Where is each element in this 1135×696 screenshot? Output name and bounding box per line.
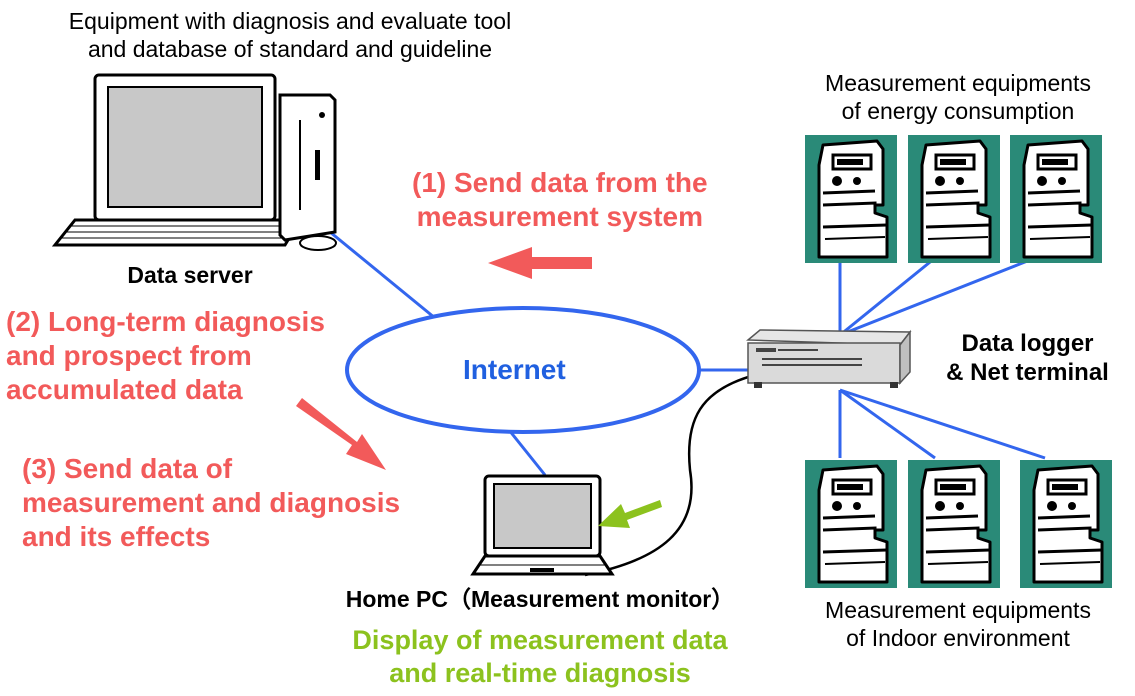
laptop-cable [584, 373, 756, 577]
power-meter-icon [906, 458, 1002, 590]
energy-meter-group [803, 133, 1104, 265]
display-label: Display of measurement data and real-tim… [352, 625, 728, 688]
desktop-computer-icon [51, 73, 337, 251]
internet-cloud [345, 306, 701, 434]
internet-label: Internet [463, 354, 566, 385]
indoor-meters-label: Measurement equipments of Indoor environ… [825, 597, 1091, 651]
server-internet-link [329, 230, 436, 320]
data-logger-icon [746, 329, 912, 388]
power-meter-icon [906, 133, 1002, 265]
logger-meter5-link [839, 388, 936, 460]
step3-label: (3) Send data of measurement and diagnos… [22, 453, 401, 553]
data-server-label: Data server [127, 262, 253, 288]
step1-label: (1) Send data from the measurement syste… [412, 167, 708, 233]
display-arrow-green [598, 500, 662, 528]
logger-meter3-link [839, 256, 1036, 337]
laptop-icon [470, 474, 615, 576]
power-meter-icon [1018, 458, 1114, 590]
power-meter-icon [803, 458, 899, 590]
logger-label: Data logger & Net terminal [946, 330, 1109, 386]
logger-meter2-link [839, 256, 936, 337]
send-arrow-left [488, 247, 592, 279]
energy-meters-label: Measurement equipments of energy consump… [825, 70, 1091, 124]
send-arrow-diagonal [296, 398, 386, 470]
power-meter-icon [803, 133, 899, 265]
logger-meter6-link [839, 388, 1046, 460]
server-description: Equipment with diagnosis and evaluate to… [68, 8, 512, 62]
indoor-meter-group [803, 458, 1114, 590]
power-meter-icon [1008, 133, 1104, 265]
home-pc-label: Home PC（Measurement monitor） [345, 586, 735, 612]
step2-label: (2) Long-term diagnosis and prospect fro… [6, 306, 325, 406]
